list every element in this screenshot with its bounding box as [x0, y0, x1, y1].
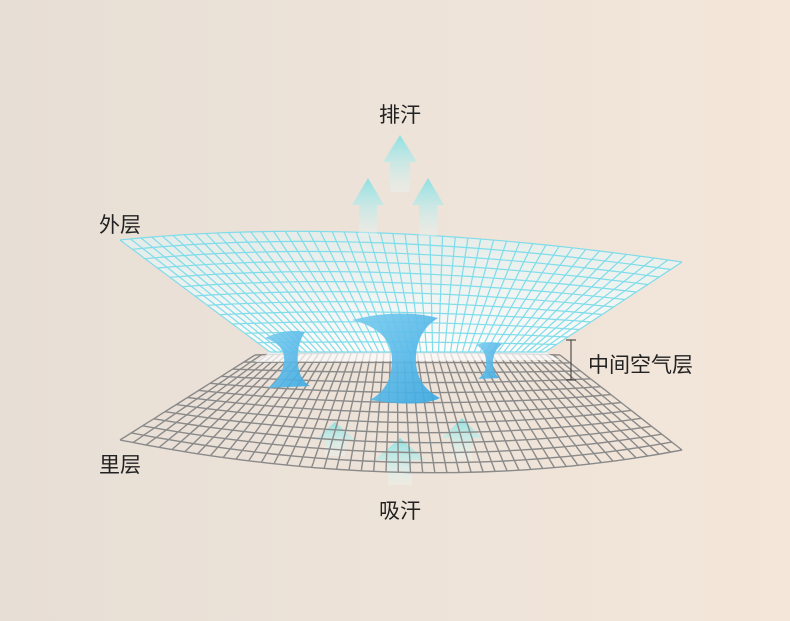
mesh-line [142, 425, 662, 454]
arrow-up-icon [375, 438, 425, 485]
water-column [265, 330, 310, 388]
mesh-line [132, 240, 671, 271]
mesh-line [194, 291, 614, 308]
arrow-up-icon [412, 178, 444, 236]
mesh-line [119, 230, 683, 263]
mesh-line [187, 396, 622, 414]
mesh-line [176, 403, 632, 424]
outer-layer-label: 外层 [99, 213, 141, 237]
mesh-line [157, 260, 648, 286]
mesh-line [219, 311, 591, 323]
arrow-up-icon [352, 178, 384, 236]
mesh-line [119, 439, 683, 474]
water-column [476, 342, 502, 379]
mesh-line [182, 281, 625, 301]
mesh-line [207, 301, 603, 316]
mesh-line [169, 271, 637, 293]
sweat-out-arrows [352, 135, 444, 236]
middle-air-layer-label: 中间空气层 [588, 353, 693, 377]
sweat-out-label: 排汗 [379, 103, 421, 127]
mesh-line [164, 411, 642, 434]
sweat-columns [265, 313, 502, 404]
mesh-line [153, 418, 652, 444]
sweat-in-label: 吸汗 [379, 499, 421, 523]
water-column [352, 313, 440, 404]
arrow-up-icon [383, 135, 417, 192]
mesh-line [144, 250, 660, 278]
outer-layer-mesh [119, 230, 683, 353]
inner-layer-label: 里层 [99, 453, 141, 477]
mesh-line [131, 432, 672, 464]
